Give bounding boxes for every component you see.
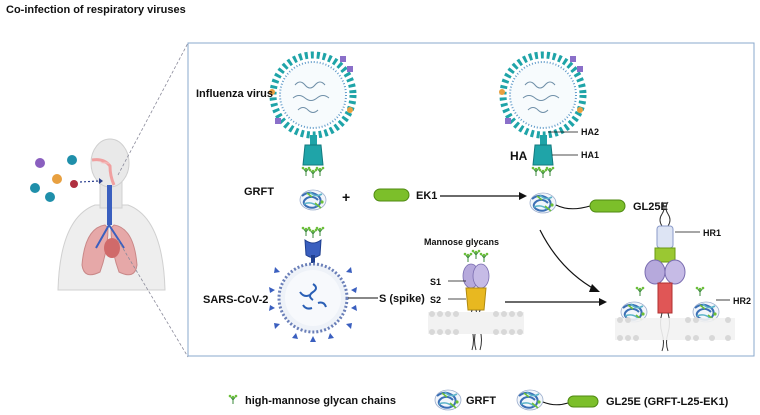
- label-ha1: HA1: [581, 150, 599, 160]
- label-gl25e: GL25E: [633, 201, 668, 213]
- label-sars: SARS-CoV-2: [203, 294, 268, 306]
- legend-grft-icon: [434, 389, 462, 411]
- ha-stalk-left: [310, 135, 317, 145]
- label-ha2: HA2: [581, 127, 599, 137]
- ha-stalk-right: [540, 135, 547, 145]
- label-mannose: Mannose glycans: [424, 237, 499, 247]
- legend-gl25e-icon: [516, 389, 544, 411]
- label-ek1: EK1: [416, 190, 437, 202]
- fusion-complex: [620, 201, 720, 352]
- label-s2: S2: [430, 295, 441, 305]
- label-ha: HA: [510, 149, 528, 163]
- trachea: [107, 185, 112, 225]
- sars-cov-2-virus: [269, 262, 357, 342]
- zoom-line-top: [117, 42, 189, 176]
- membrane-right: [615, 317, 735, 341]
- label-s1: S1: [430, 277, 441, 287]
- legend: high-mannose glycan chains GRFT GL25E (G…: [228, 389, 729, 411]
- legend-glycan-label: high-mannose glycan chains: [245, 395, 396, 407]
- spike-s1: [462, 263, 490, 289]
- ha-head-left: [302, 144, 324, 166]
- arrow-gl25e: [539, 229, 597, 291]
- ek1-peptide: [373, 188, 410, 202]
- label-grft: GRFT: [244, 186, 274, 198]
- label-hr2: HR2: [733, 296, 751, 306]
- plus-sign: +: [342, 189, 350, 205]
- legend-grft-label: GRFT: [466, 395, 496, 407]
- zoom-line-bottom: [117, 239, 189, 358]
- figure-title: Co-infection of respiratory viruses: [6, 4, 186, 16]
- legend-gl25e-label: GL25E (GRFT-L25-EK1): [606, 396, 729, 408]
- gl25e-ek1-part: [589, 199, 626, 213]
- influenza-virus-right: [499, 51, 587, 139]
- label-spike: S (spike): [379, 293, 425, 305]
- grft-left: [299, 189, 327, 211]
- label-influenza: Influenza virus: [196, 88, 273, 100]
- sars-spike-top: [304, 238, 322, 258]
- grft-right: [529, 192, 557, 214]
- spike-s2: [465, 287, 487, 311]
- ha-head-right: [532, 144, 554, 166]
- virus-icons-small: [30, 155, 103, 202]
- membrane-left: [428, 311, 524, 335]
- label-hr1: HR1: [703, 228, 721, 238]
